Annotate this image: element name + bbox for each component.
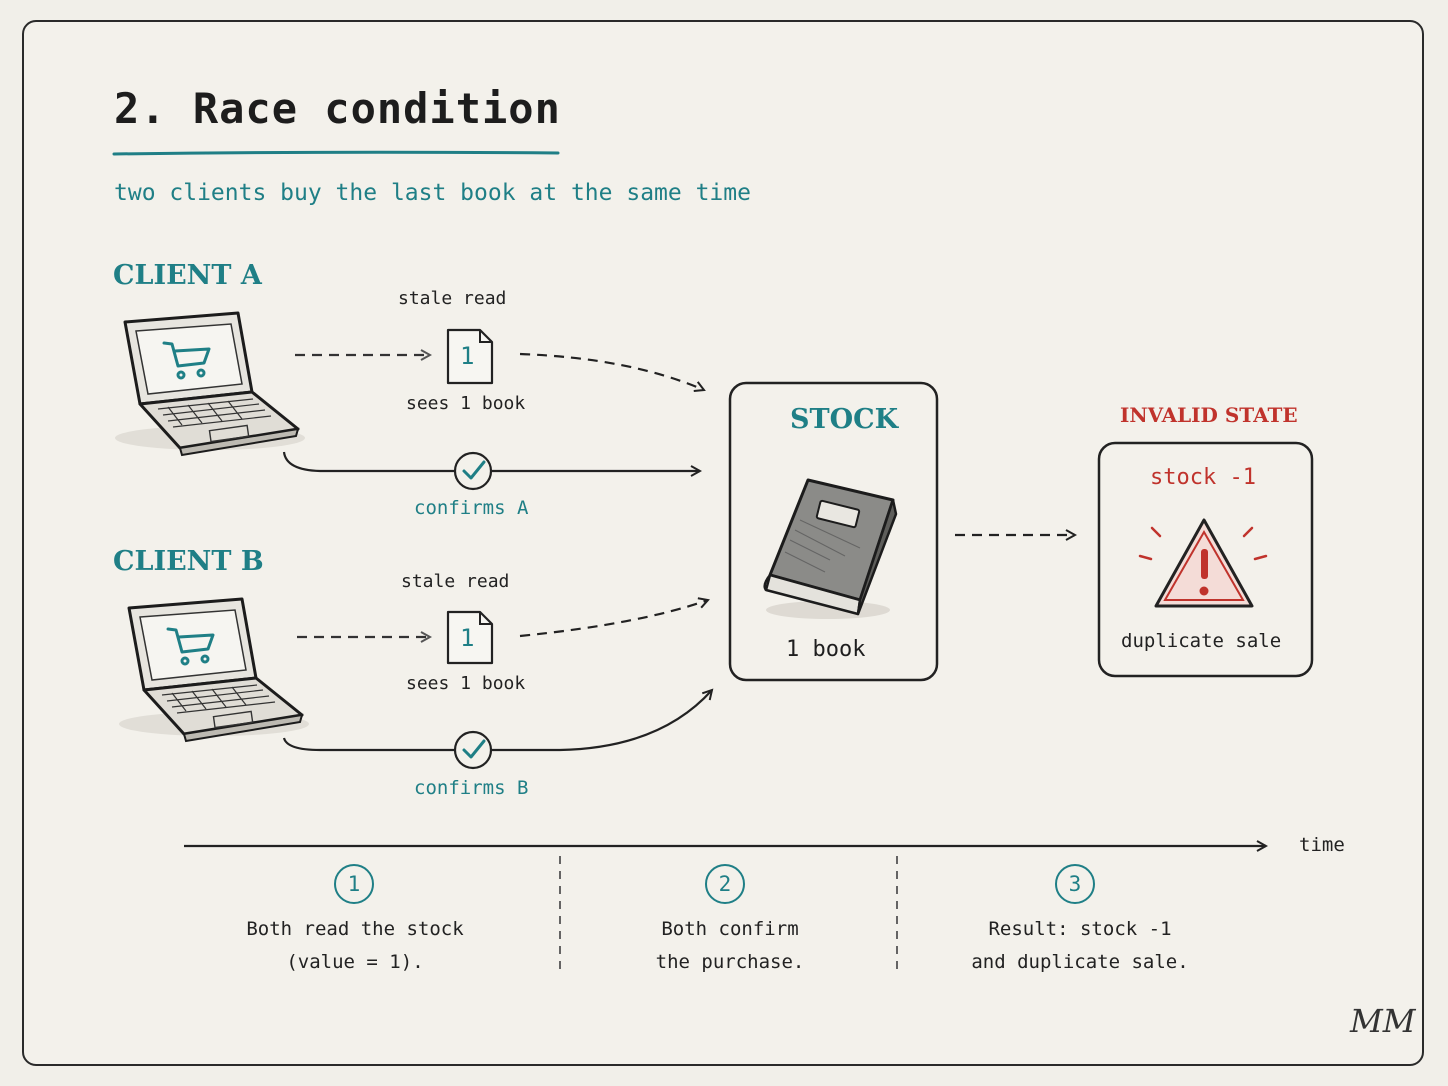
author-signature: MM <box>1350 1002 1416 1040</box>
arrow-a-confirm <box>282 451 700 471</box>
client-b-label: CLIENT B <box>113 546 264 577</box>
step-3-line2: and duplicate sale. <box>971 951 1189 973</box>
check-a-icon <box>453 451 493 491</box>
warning-icon <box>1138 518 1268 608</box>
step-1-line1: Both read the stock <box>246 918 464 940</box>
client-a-confirm-label: confirms A <box>414 497 529 519</box>
client-b-confirm-label: confirms B <box>414 777 529 799</box>
arrow-b-to-stock-dashed <box>519 600 708 638</box>
laptop-a-icon <box>115 311 305 457</box>
stock-title: STOCK <box>790 404 899 435</box>
step-2-line2: the purchase. <box>655 951 805 973</box>
step-2-badge: 2 <box>705 864 745 904</box>
invalid-caption: duplicate sale <box>1121 630 1282 652</box>
page-title: 2. Race condition <box>114 84 561 133</box>
title-underline <box>112 150 560 156</box>
check-b-icon <box>453 730 493 770</box>
stock-value-label: 1 book <box>786 637 866 662</box>
client-a-read-label: stale read <box>398 288 507 309</box>
step-2-text: Both confirm the purchase. <box>580 913 880 979</box>
page-subtitle: two clients buy the last book at the sam… <box>114 180 751 206</box>
book-icon <box>763 478 898 619</box>
invalid-box <box>1097 441 1314 678</box>
client-a-label: CLIENT A <box>113 260 262 291</box>
step-1-badge: 1 <box>334 864 374 904</box>
step-3-badge: 3 <box>1055 864 1095 904</box>
client-b-sees-label: sees 1 book <box>406 673 526 694</box>
stock-box <box>728 381 939 682</box>
step-3-line1: Result: stock -1 <box>988 918 1172 940</box>
step-3-text: Result: stock -1 and duplicate sale. <box>930 913 1230 979</box>
arrow-b-confirm <box>282 690 712 752</box>
invalid-stock-label: stock -1 <box>1150 465 1256 490</box>
document-b-icon <box>446 610 494 665</box>
arrow-a-to-stock-dashed <box>519 352 704 390</box>
step-1-text: Both read the stock (value = 1). <box>205 913 505 979</box>
step-2-line1: Both confirm <box>661 918 799 940</box>
laptop-b-icon <box>119 597 309 743</box>
timeline-axis-label: time <box>1299 834 1345 856</box>
invalid-state-title: INVALID STATE <box>1120 403 1298 427</box>
client-a-sees-label: sees 1 book <box>406 393 526 414</box>
step-1-line2: (value = 1). <box>286 951 424 973</box>
client-a-doc-value: 1 <box>460 342 475 370</box>
client-b-read-label: stale read <box>401 571 510 592</box>
client-b-doc-value: 1 <box>460 624 475 652</box>
document-a-icon <box>446 328 494 385</box>
